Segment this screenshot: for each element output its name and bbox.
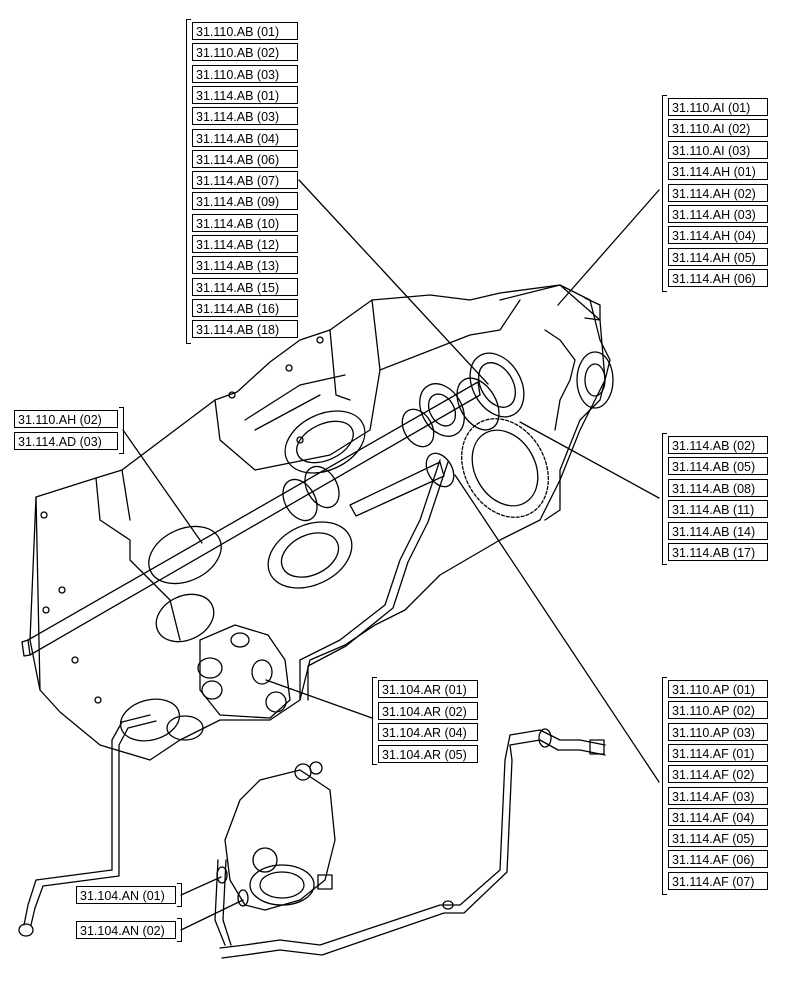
bracket: [119, 407, 124, 454]
callout-label[interactable]: 31.114.AB (01): [192, 85, 298, 104]
callout-label[interactable]: 31.114.AB (09): [192, 192, 298, 211]
callout-label[interactable]: 31.110.AI (03): [668, 140, 768, 159]
callout-label[interactable]: 31.114.AF (04): [668, 807, 768, 826]
callout-label[interactable]: 31.104.AN (02): [76, 921, 176, 939]
callout-label[interactable]: 31.114.AB (15): [192, 277, 298, 296]
callout-label[interactable]: 31.110.AP (01): [668, 680, 768, 698]
callout-label[interactable]: 31.110.AP (03): [668, 722, 768, 741]
callout-label[interactable]: 31.114.AH (03): [668, 205, 768, 223]
callout-label[interactable]: 31.110.AB (03): [192, 64, 298, 83]
callout-label[interactable]: 31.110.AI (01): [668, 98, 768, 116]
callout-label[interactable]: 31.114.AB (16): [192, 298, 298, 317]
callout-group-bottom-left-2: 31.104.AN (02): [74, 918, 182, 942]
callout-label[interactable]: 31.104.AR (02): [378, 701, 478, 720]
callout-label[interactable]: 31.114.AF (03): [668, 786, 768, 805]
callout-group-center-valve: 31.104.AR (01) 31.104.AR (02) 31.104.AR (0…: [372, 677, 482, 765]
callout-label[interactable]: 31.114.AF (01): [668, 743, 768, 762]
callout-label[interactable]: 31.114.AB (04): [192, 128, 298, 147]
callout-label[interactable]: 31.114.AB (03): [192, 107, 298, 126]
callout-label[interactable]: 31.114.AB (05): [668, 457, 768, 476]
callout-label[interactable]: 31.114.AB (18): [192, 320, 298, 339]
bracket: [372, 677, 377, 765]
callout-label[interactable]: 31.110.AI (02): [668, 119, 768, 138]
callout-label[interactable]: 31.104.AR (05): [378, 744, 478, 763]
bracket: [177, 883, 182, 907]
callout-group-top-right: 31.110.AI (01) 31.110.AI (02) 31.110.AI (0…: [662, 95, 772, 292]
callout-group-bottom-left-1: 31.104.AN (01): [74, 883, 182, 907]
callout-label[interactable]: 31.110.AB (01): [192, 22, 298, 40]
callout-label[interactable]: 31.114.AH (02): [668, 183, 768, 202]
bracket: [662, 677, 667, 895]
callout-label[interactable]: 31.114.AF (06): [668, 850, 768, 869]
callout-label[interactable]: 31.114.AH (05): [668, 247, 768, 266]
callout-label[interactable]: 31.114.AB (12): [192, 235, 298, 253]
callout-label[interactable]: 31.114.AB (17): [668, 543, 768, 561]
callout-label[interactable]: 31.104.AR (04): [378, 723, 478, 741]
bracket: [177, 918, 182, 942]
callout-label[interactable]: 31.114.AB (14): [668, 521, 768, 540]
callout-label[interactable]: 31.114.AB (11): [668, 500, 768, 519]
callout-label[interactable]: 31.114.AB (02): [668, 436, 768, 454]
callout-label[interactable]: 31.114.AH (06): [668, 269, 768, 288]
callout-label[interactable]: 31.114.AF (05): [668, 829, 768, 848]
callout-label[interactable]: 31.110.AB (02): [192, 43, 298, 62]
callout-label[interactable]: 31.114.AF (02): [668, 765, 768, 784]
callout-label[interactable]: 31.114.AD (03): [14, 431, 118, 450]
bracket: [662, 95, 667, 292]
callout-label[interactable]: 31.114.AF (07): [668, 871, 768, 890]
callout-label[interactable]: 31.110.AP (02): [668, 701, 768, 720]
callout-label[interactable]: 31.110.AH (02): [14, 410, 118, 428]
callout-label[interactable]: 31.114.AB (10): [192, 213, 298, 232]
callout-label[interactable]: 31.114.AB (13): [192, 256, 298, 275]
bracket: [662, 433, 667, 565]
callout-label[interactable]: 31.104.AR (01): [378, 680, 478, 698]
callout-group-top-center: 31.110.AB (01) 31.110.AB (02) 31.110.AB (0…: [186, 19, 304, 344]
callout-label[interactable]: 31.114.AB (06): [192, 149, 298, 168]
callout-group-middle-right: 31.114.AB (02) 31.114.AB (05) 31.114.AB (0…: [662, 433, 772, 565]
callout-group-bottom-right: 31.110.AP (01) 31.110.AP (02) 31.110.AP (0…: [662, 677, 772, 895]
callout-label[interactable]: 31.114.AB (08): [668, 478, 768, 497]
callout-label[interactable]: 31.114.AH (01): [668, 162, 768, 181]
callout-group-left: 31.110.AH (02) 31.114.AD (03): [12, 407, 124, 454]
callout-label[interactable]: 31.114.AB (07): [192, 171, 298, 190]
bracket: [186, 19, 191, 344]
callout-label[interactable]: 31.114.AH (04): [668, 226, 768, 245]
callout-label[interactable]: 31.104.AN (01): [76, 886, 176, 904]
